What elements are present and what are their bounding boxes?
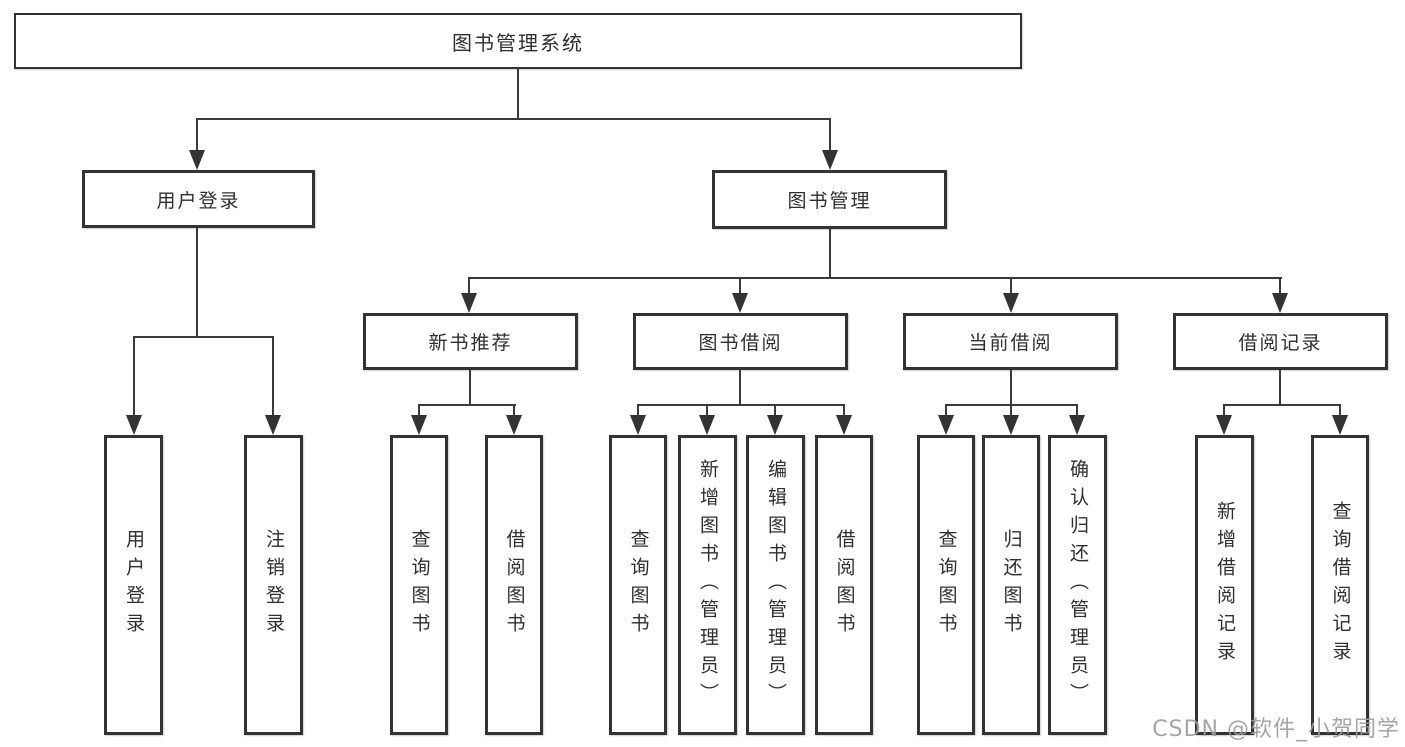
arrow-down-icon	[1272, 293, 1288, 313]
leaf-query-books-borrowing: 查询图书	[609, 435, 667, 735]
leaf-user-login: 用户登录	[104, 435, 163, 735]
connector-recommend-branch	[418, 404, 516, 406]
connector-user-login-stem	[196, 228, 198, 338]
connector-drop-borrowing	[739, 277, 741, 295]
arrow-down-icon	[1003, 415, 1019, 435]
connector-current-stem	[1010, 370, 1012, 406]
node-book-borrowing: 图书借阅	[633, 313, 848, 370]
arrow-down-icon	[265, 415, 281, 435]
csdn-watermark: CSDN @软件_小贺同学	[1152, 717, 1400, 742]
connector-drop-leaf	[945, 404, 947, 417]
arrow-down-icon	[461, 293, 477, 313]
connector-drop-leaf	[1339, 404, 1341, 417]
connector-drop-book-management	[829, 118, 831, 152]
connector-drop-leaf	[1223, 404, 1225, 417]
connector-recommend-stem	[469, 370, 471, 406]
connector-book-management-stem	[829, 229, 831, 279]
arrow-down-icon	[822, 150, 838, 170]
arrow-down-icon	[1003, 293, 1019, 313]
connector-drop-leaf	[418, 404, 420, 417]
node-current-borrowing: 当前借阅	[903, 313, 1118, 370]
connector-user-login-branch	[133, 336, 274, 338]
connector-drop-records	[1279, 277, 1281, 295]
arrow-down-icon	[506, 415, 522, 435]
connector-drop-leaf	[1076, 404, 1078, 417]
leaf-borrow-books: 借阅图书	[815, 435, 873, 735]
connector-level2-branch	[196, 118, 831, 120]
node-library-system: 图书管理系统	[14, 13, 1022, 69]
connector-borrowing-stem	[739, 370, 741, 406]
arrow-down-icon	[1216, 415, 1232, 435]
leaf-edit-book-admin: 编辑图书（管理员）	[746, 435, 805, 735]
leaf-confirm-return-admin: 确认归还（管理员）	[1048, 435, 1107, 735]
connector-drop-recommend	[468, 277, 470, 295]
connector-drop-leaf	[706, 404, 708, 417]
leaf-borrow-books-recommend: 借阅图书	[485, 435, 543, 735]
connector-root-stem	[517, 69, 519, 118]
arrow-down-icon	[126, 415, 142, 435]
connector-drop-leaf	[637, 404, 639, 417]
connector-records-stem	[1279, 370, 1281, 406]
leaf-query-books-recommend: 查询图书	[390, 435, 448, 735]
node-book-management: 图书管理	[712, 170, 947, 229]
leaf-query-borrow-record: 查询借阅记录	[1311, 435, 1369, 735]
arrow-down-icon	[630, 415, 646, 435]
connector-records-branch	[1223, 404, 1341, 406]
node-new-book-recommendation: 新书推荐	[363, 313, 578, 370]
connector-drop-user-login	[196, 118, 198, 152]
arrow-down-icon	[411, 415, 427, 435]
arrow-down-icon	[836, 415, 852, 435]
arrow-down-icon	[699, 415, 715, 435]
arrow-down-icon	[767, 415, 783, 435]
node-user-login: 用户登录	[82, 170, 315, 228]
connector-drop-leaf	[133, 336, 135, 417]
connector-drop-leaf	[272, 336, 274, 417]
arrow-down-icon	[732, 293, 748, 313]
connector-drop-leaf	[1010, 404, 1012, 417]
leaf-add-book-admin: 新增图书（管理员）	[678, 435, 737, 735]
arrow-down-icon	[1069, 415, 1085, 435]
node-borrowing-records: 借阅记录	[1173, 313, 1388, 370]
connector-drop-current	[1010, 277, 1012, 295]
leaf-logout: 注销登录	[244, 435, 303, 735]
connector-borrowing-branch	[637, 404, 845, 406]
connector-drop-leaf	[774, 404, 776, 417]
leaf-query-books-current: 查询图书	[917, 435, 975, 735]
leaf-add-borrow-record: 新增借阅记录	[1195, 435, 1254, 735]
connector-drop-leaf	[843, 404, 845, 417]
connector-level3-branch	[468, 277, 1282, 279]
arrow-down-icon	[1332, 415, 1348, 435]
arrow-down-icon	[189, 150, 205, 170]
connector-drop-leaf	[513, 404, 515, 417]
arrow-down-icon	[938, 415, 954, 435]
leaf-return-books: 归还图书	[982, 435, 1040, 735]
